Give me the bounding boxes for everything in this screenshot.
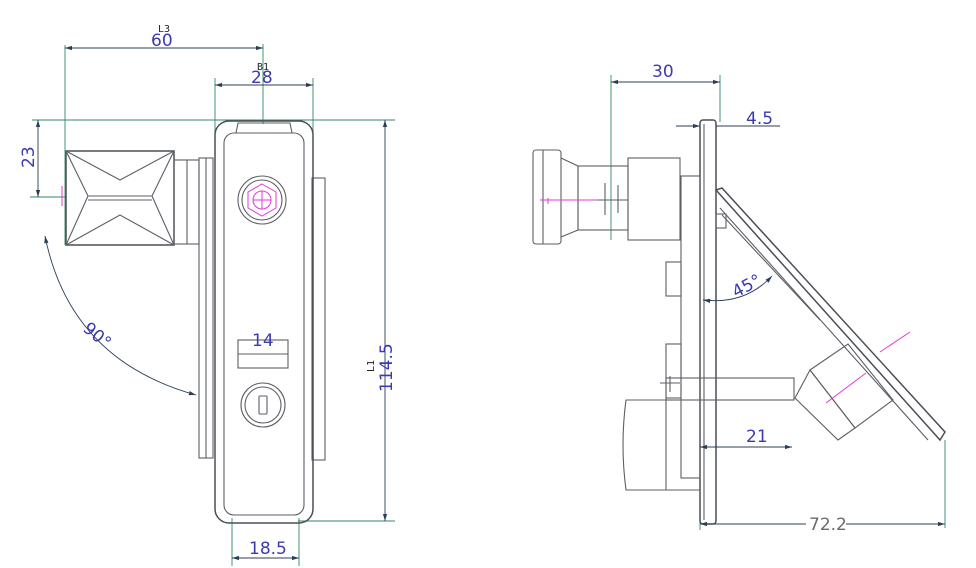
front-key-cylinder <box>240 382 286 428</box>
dim-overall-height: 114.5 <box>377 343 397 392</box>
front-view: L3 60 B1 28 23 90° 14 L1 114.5 18.5 <box>19 24 397 566</box>
dim-handle-depth: 30 <box>652 62 674 82</box>
dim-l1-tag: L1 <box>366 360 377 372</box>
side-open-lever <box>714 187 946 442</box>
front-back-plate <box>198 157 326 461</box>
dim-open-reach: 72.2 <box>809 515 847 535</box>
dim-l3-tag: L3 <box>158 24 170 35</box>
dim-rotation-angle: 90° <box>79 319 115 354</box>
front-lock-slot <box>237 339 289 369</box>
side-handle <box>532 149 681 245</box>
front-hex-bolt <box>237 175 287 225</box>
dim-cam-offset: 21 <box>746 427 768 447</box>
dim-b1-tag: B1 <box>257 62 269 73</box>
dim-handle-height: 23 <box>19 146 39 168</box>
front-extension-lines <box>30 44 395 566</box>
front-handle-lever <box>61 150 200 246</box>
side-dimensions <box>611 79 945 527</box>
dim-body-width: 28 <box>251 68 273 88</box>
dim-base-width: 18.5 <box>249 539 287 559</box>
dim-overall-width: 60 <box>151 31 173 51</box>
side-view: 30 4.5 45° 21 72.2 <box>532 62 946 535</box>
side-mounting-plate <box>665 119 717 525</box>
front-lock-body <box>214 120 314 524</box>
side-extension-lines <box>610 75 946 530</box>
side-latch-cam <box>622 376 795 491</box>
dim-lock-width: 14 <box>252 331 274 351</box>
front-dimensions <box>35 45 388 561</box>
dim-tilt-angle: 45° <box>729 271 765 303</box>
dim-plate-thickness: 4.5 <box>746 109 773 129</box>
